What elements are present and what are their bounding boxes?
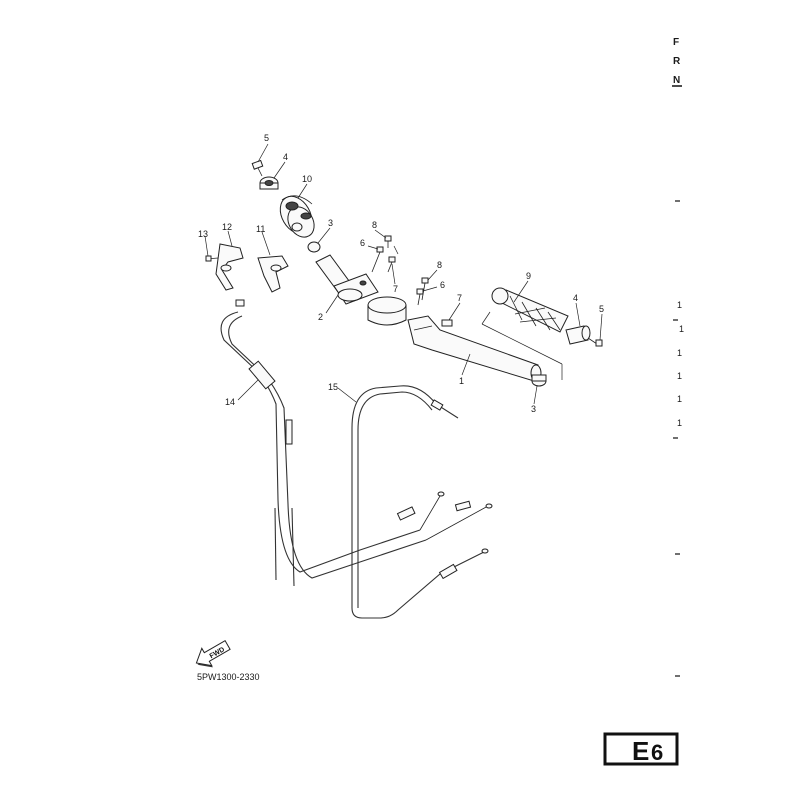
callout-5-right: 5	[599, 304, 604, 314]
callout-7-right: 7	[457, 293, 462, 303]
edge-mark-4: 1	[677, 371, 682, 381]
top-cap-part	[259, 176, 279, 190]
edge-mark-1: 1	[677, 300, 682, 310]
callout-3-upper: 3	[328, 218, 333, 228]
brake-cable-part	[351, 385, 489, 619]
assembly-lines	[393, 245, 563, 380]
callout-10: 10	[302, 174, 312, 184]
callout-4-top: 4	[283, 152, 288, 162]
page-tag: E 6	[603, 732, 679, 766]
header-letters: F R N	[672, 37, 682, 87]
edge-mark-2: 1	[679, 324, 684, 334]
center-screws-part	[371, 235, 396, 273]
header-letter-r: R	[673, 56, 681, 67]
leader-lines	[204, 143, 603, 405]
callout-7-center: 7	[393, 284, 398, 294]
callout-9: 9	[526, 271, 531, 281]
callout-2: 2	[318, 312, 323, 322]
lower-collar-part	[531, 374, 547, 387]
edge-mark-5: 1	[677, 394, 682, 404]
fwd-arrow: FWD	[195, 639, 231, 668]
page-code: E	[632, 736, 649, 766]
callout-3-lower: 3	[531, 404, 536, 414]
throttle-sleeve-part	[315, 254, 379, 305]
right-edge-marks: 1 1 1 1 1 1	[673, 200, 684, 677]
callout-8-center: 8	[372, 220, 377, 230]
throttle-cable-part	[220, 299, 493, 587]
upper-collar-part	[307, 241, 321, 253]
callout-6-right: 6	[440, 280, 445, 290]
grip-end-weight-part	[565, 325, 591, 345]
right-clamp-screws-part	[416, 277, 453, 327]
throttle-housing-part	[279, 195, 315, 238]
callout-numbers: 5 4 10 3 8 6 7 8 6 7 9 4 5 1 3 2 12 11 1…	[198, 133, 604, 414]
callout-4-right: 4	[573, 293, 578, 303]
callout-12: 12	[222, 222, 232, 232]
diagram-code: 5PW1300-2330	[197, 672, 260, 682]
callout-11: 11	[256, 224, 265, 234]
page-number: 6	[651, 740, 663, 765]
edge-mark-6: 1	[677, 418, 682, 428]
callout-6-center: 6	[360, 238, 365, 248]
edge-mark-3: 1	[677, 348, 682, 358]
callout-14: 14	[225, 397, 235, 407]
handlebar-part	[407, 315, 542, 382]
callout-8-right: 8	[437, 260, 442, 270]
top-screw-part	[251, 159, 264, 177]
header-letter-f: F	[673, 37, 679, 48]
callout-13: 13	[198, 229, 208, 239]
header-letter-n: N	[673, 75, 680, 86]
callout-15: 15	[328, 382, 338, 392]
switch-clamp-part	[205, 243, 289, 293]
bar-end-weight-part	[367, 296, 407, 326]
grip-end-screw-part	[587, 337, 603, 347]
callout-5-top: 5	[264, 133, 269, 143]
callout-1: 1	[459, 376, 464, 386]
hand-grip-part	[491, 287, 569, 333]
